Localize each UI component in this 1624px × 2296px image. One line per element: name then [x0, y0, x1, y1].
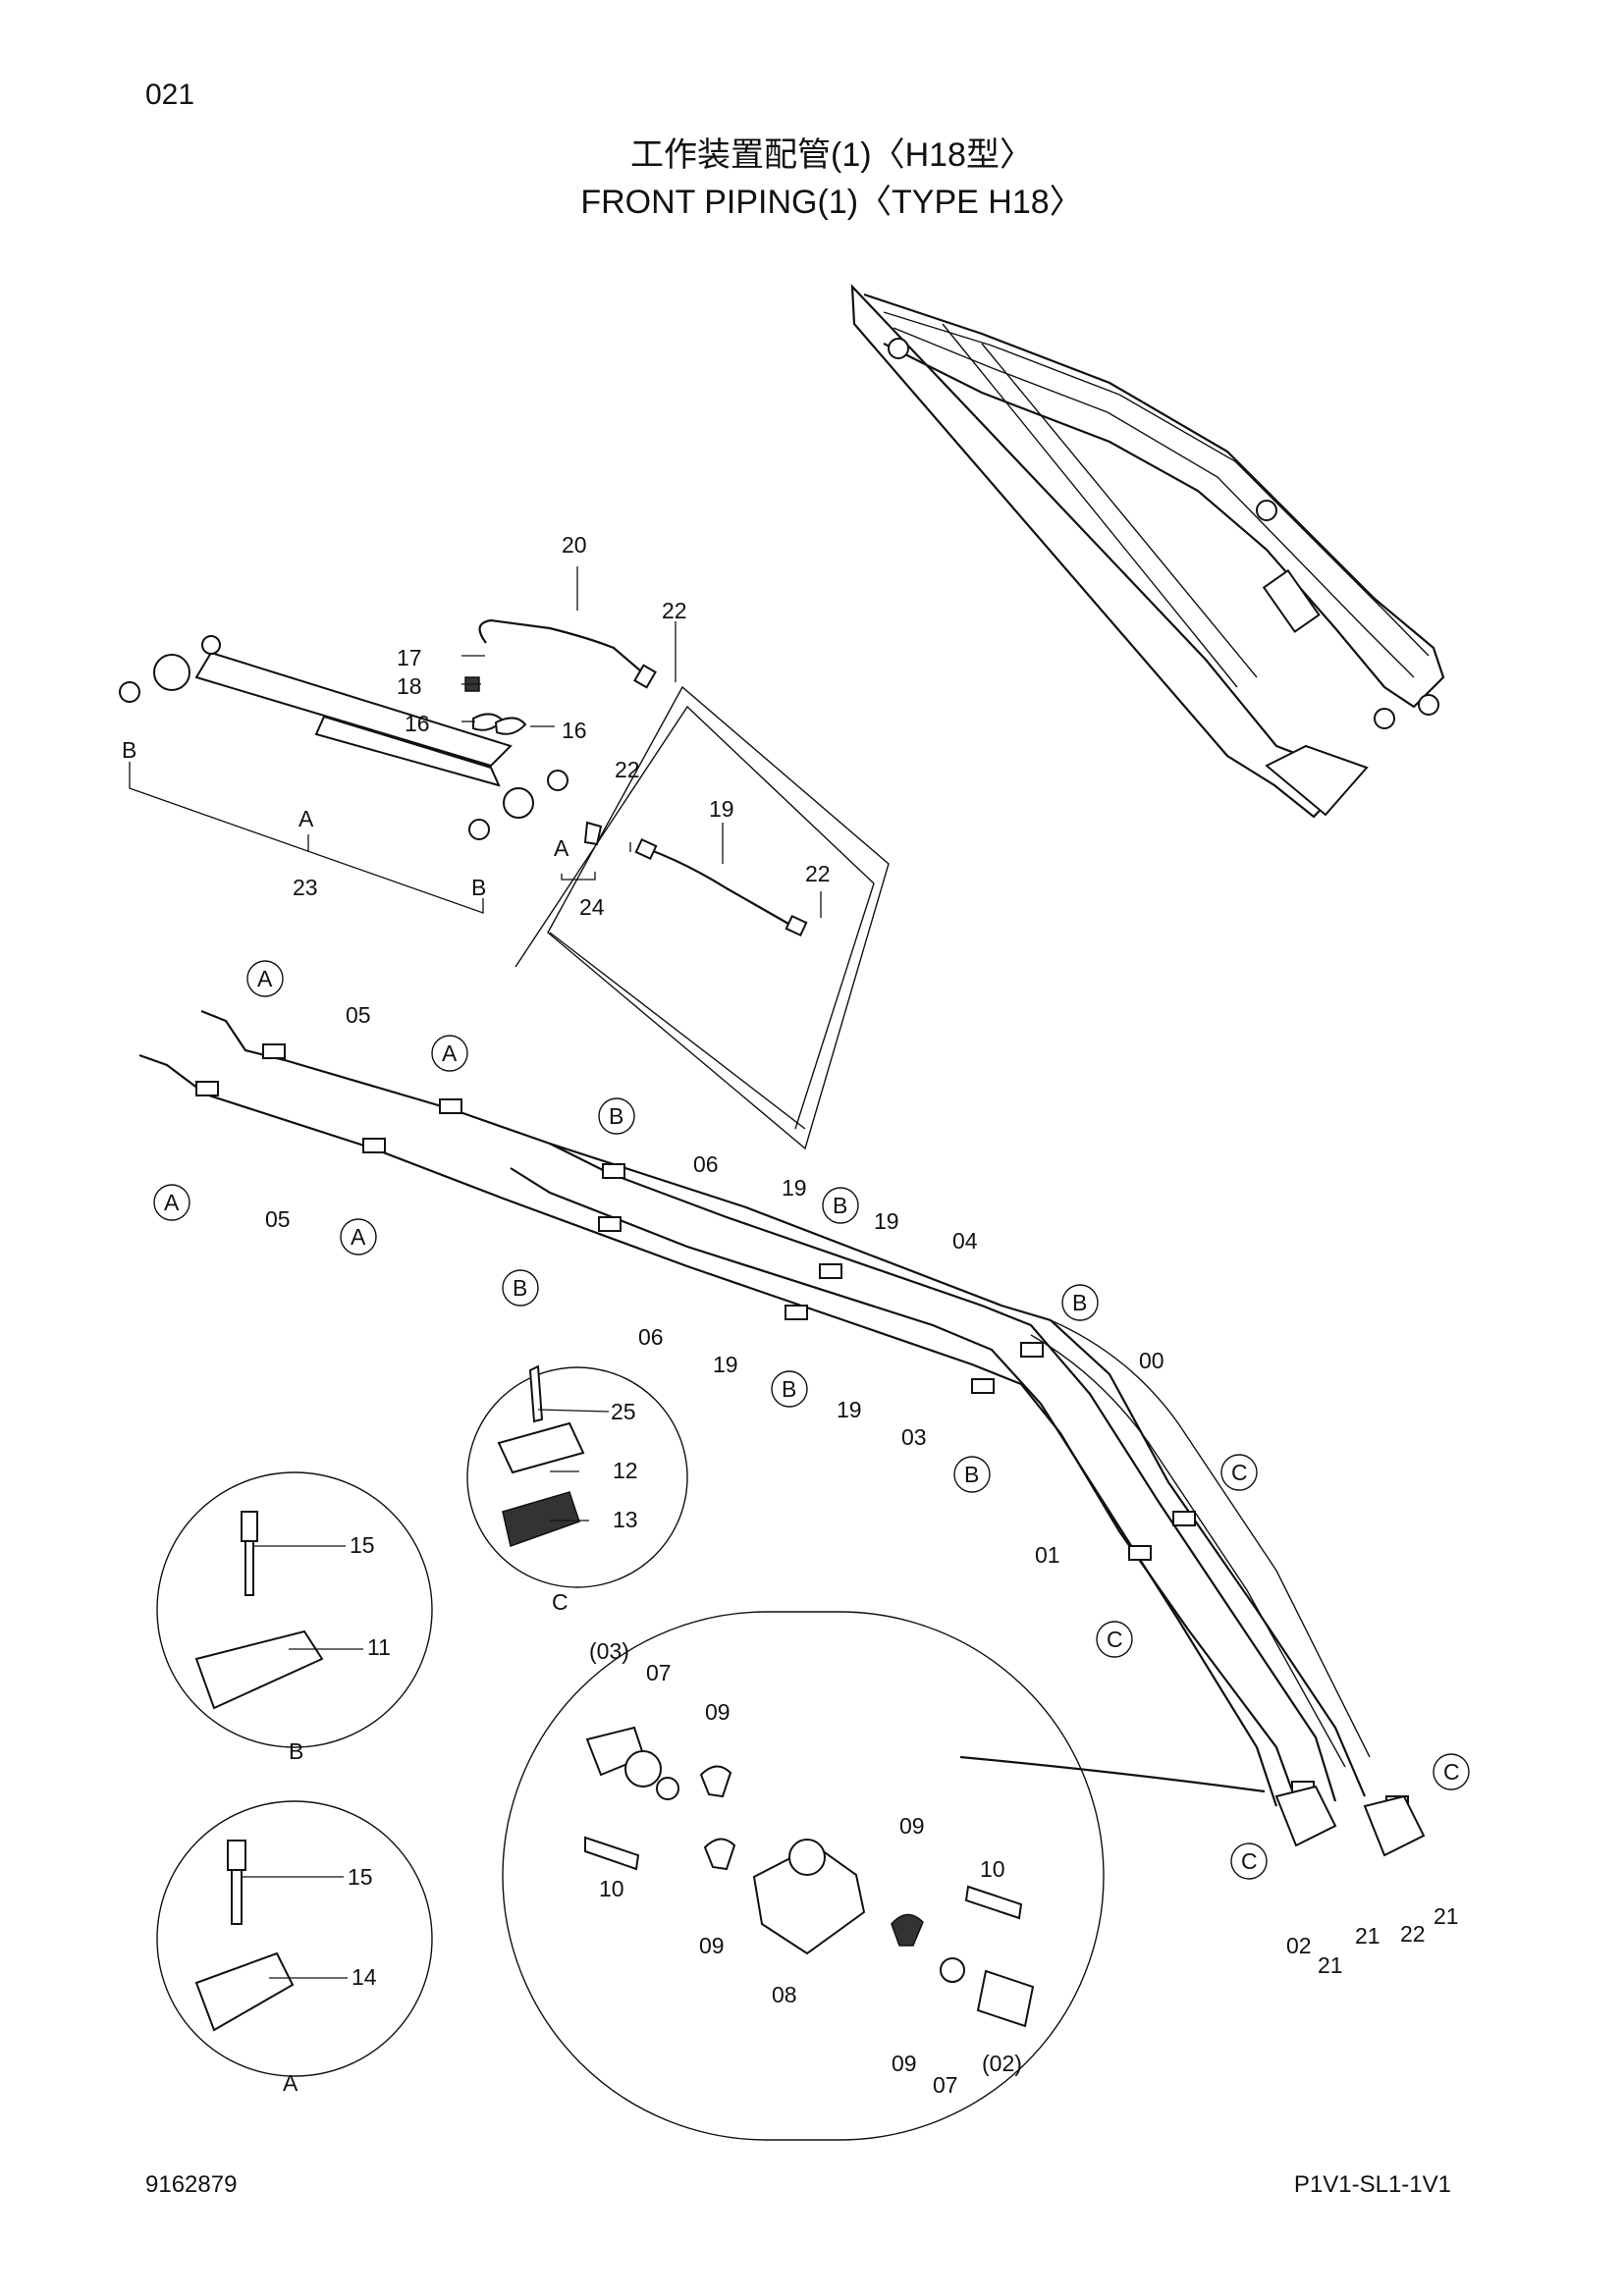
callout-19-d: 19 [837, 1397, 862, 1422]
callout-12: 12 [613, 1458, 638, 1483]
callout-10-right: 10 [980, 1856, 1005, 1882]
callout-07-bottom: 07 [933, 2072, 958, 2098]
boom-arm-illustration [850, 284, 1445, 819]
callout-22-bottom: 22 [1400, 1921, 1426, 1947]
marker-b3: B [833, 1193, 847, 1218]
callout-03: 03 [901, 1424, 927, 1450]
marker-a1: A [257, 966, 273, 991]
callout-25: 25 [611, 1399, 636, 1424]
callout-20: 20 [562, 532, 587, 558]
detail-b [156, 1471, 433, 1748]
callout-19-top: 19 [709, 796, 734, 822]
ref-a-24: A [554, 835, 569, 861]
marker-a2: A [442, 1041, 458, 1066]
callout-21-b: 21 [1355, 1923, 1380, 1949]
callout-03-ref: (03) [589, 1638, 629, 1664]
callout-09-a: 09 [705, 1699, 731, 1725]
ref-b-detail: B [289, 1738, 303, 1764]
detail-swivel-joint [502, 1611, 1266, 2141]
arm-cylinder-assembly [119, 618, 808, 937]
callout-19-a: 19 [782, 1175, 807, 1201]
leader-lines [129, 566, 822, 1979]
marker-c1: C [1231, 1460, 1248, 1485]
detail-ref-letters: B A B A C B A [122, 737, 569, 2096]
callout-08: 08 [772, 1982, 797, 2007]
callout-22-top: 22 [662, 598, 687, 623]
callout-14: 14 [352, 1964, 377, 1990]
callout-19-c: 19 [713, 1352, 738, 1377]
callout-17: 17 [397, 645, 422, 670]
ref-a-detail: A [283, 2070, 298, 2096]
callout-09-d: 09 [892, 2051, 917, 2076]
page-number: 021 [145, 79, 195, 111]
callout-24: 24 [579, 894, 605, 920]
detail-c [466, 1364, 688, 1588]
marker-a3: A [164, 1190, 180, 1215]
detail-a [156, 1800, 433, 2077]
callout-09-b: 09 [699, 1933, 725, 1958]
title-english: FRONT PIPING(1)〈TYPE H18〉 [580, 184, 1083, 221]
title-japanese: 工作装置配管(1)〈H18型〉 [630, 136, 1033, 174]
callout-21-c: 21 [1434, 1903, 1459, 1929]
callout-15-b: 15 [350, 1532, 375, 1558]
callout-02-ref: (02) [982, 2051, 1022, 2076]
callout-18: 18 [397, 673, 422, 699]
callout-22-right: 22 [805, 861, 831, 886]
ref-b-left: B [122, 737, 136, 763]
marker-a4: A [351, 1224, 366, 1250]
marker-b1: B [609, 1103, 623, 1129]
callout-05-lower: 05 [265, 1206, 291, 1232]
callout-22-mid: 22 [615, 757, 640, 782]
marker-c3: C [1443, 1759, 1460, 1785]
callout-05-upper: 05 [346, 1002, 371, 1028]
callout-01: 01 [1035, 1542, 1060, 1568]
callout-04: 04 [952, 1228, 978, 1254]
marker-b5: B [1072, 1290, 1087, 1315]
callout-06-upper: 06 [693, 1151, 719, 1177]
callout-13: 13 [613, 1507, 638, 1532]
main-pipe-runs [138, 1009, 1426, 1857]
model-code: P1V1-SL1-1V1 [1293, 2171, 1451, 2198]
callout-19-b: 19 [874, 1208, 899, 1234]
callout-09-c: 09 [899, 1813, 925, 1839]
callout-23: 23 [293, 875, 318, 900]
marker-b6: B [964, 1462, 979, 1487]
callout-21-a: 21 [1318, 1952, 1343, 1978]
callout-15-a: 15 [348, 1864, 373, 1890]
callout-16-left: 16 [405, 711, 430, 736]
ref-a-23: A [298, 806, 314, 831]
callout-labels: 20 22 17 18 16 16 22 19 22 23 24 05 05 0… [265, 532, 1459, 2098]
ref-b-bottom: B [471, 875, 486, 900]
callout-10-left: 10 [599, 1876, 624, 1901]
marker-b4: B [782, 1376, 796, 1402]
marker-c4: C [1241, 1848, 1258, 1874]
ref-c-detail: C [552, 1589, 568, 1615]
callout-06-lower: 06 [638, 1324, 664, 1350]
callout-16-right: 16 [562, 718, 587, 743]
marker-c2: C [1107, 1627, 1123, 1652]
callout-02: 02 [1286, 1933, 1312, 1958]
callout-00: 00 [1139, 1348, 1164, 1373]
callout-11: 11 [367, 1634, 391, 1660]
callout-07-top: 07 [646, 1660, 672, 1685]
document-number: 9162879 [145, 2171, 238, 2198]
circled-markers: A A A A B B B B B B C C C C [153, 960, 1470, 1880]
marker-b2: B [513, 1275, 527, 1301]
